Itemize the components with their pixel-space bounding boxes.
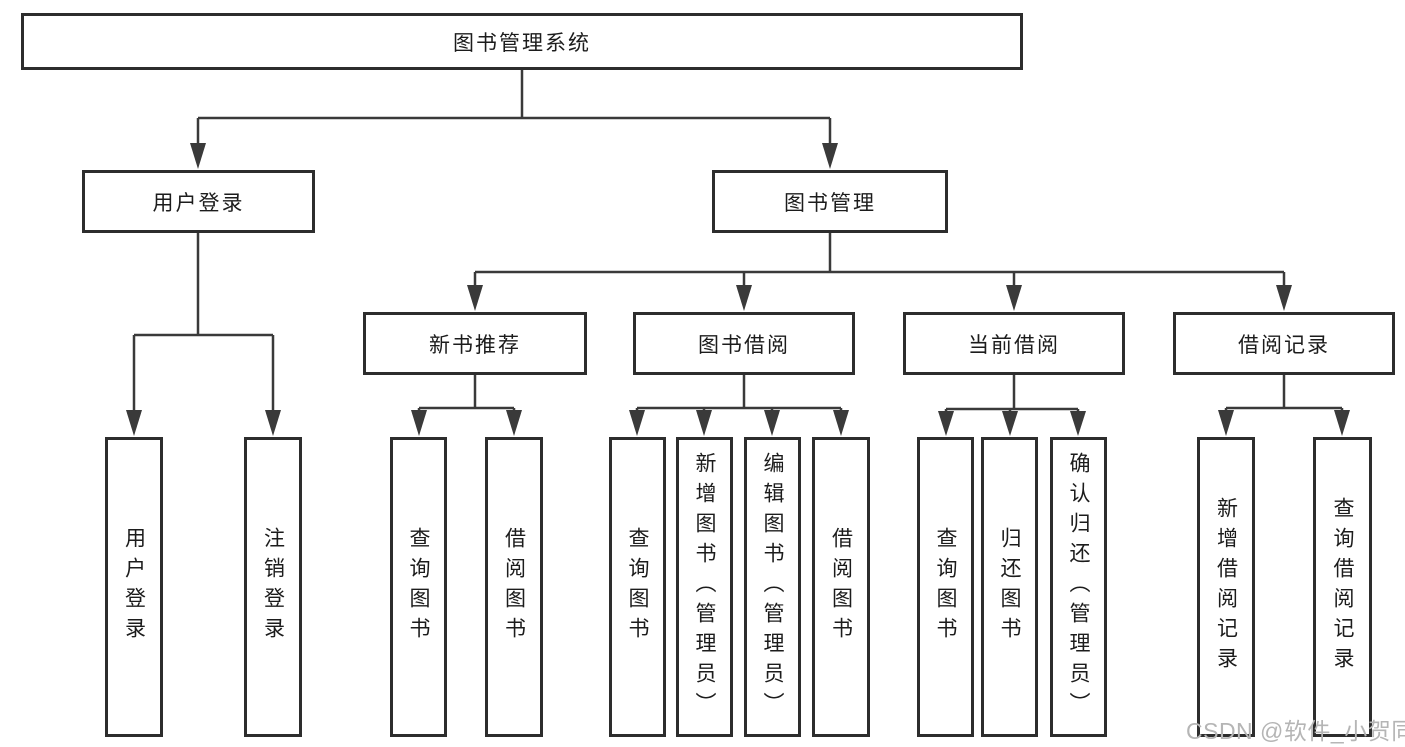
node-current-borrow: 当前借阅 xyxy=(903,312,1125,375)
connector-book-management xyxy=(473,232,1286,287)
node-user-login-label: 用户登录 xyxy=(152,191,245,215)
node-root-label: 图书管理系统 xyxy=(453,31,591,55)
leaf-logout-label: 注销登录 xyxy=(261,527,285,647)
connector-root xyxy=(196,70,832,145)
node-new-book-recommend: 新书推荐 xyxy=(363,312,587,375)
node-book-borrow: 图书借阅 xyxy=(633,312,855,375)
node-book-borrow-label: 图书借阅 xyxy=(698,333,790,357)
leaf-add-borrow-record: 新增借阅记录 xyxy=(1197,437,1255,737)
leaf-query-books-recommend: 查询图书 xyxy=(390,437,447,737)
leaf-query-books-borrow: 查询图书 xyxy=(609,437,666,737)
leaf-query-books-recommend-label: 查询图书 xyxy=(407,527,430,647)
node-borrow-records: 借阅记录 xyxy=(1173,312,1395,375)
leaf-query-borrow-record-label: 查询借阅记录 xyxy=(1331,497,1354,677)
leaf-borrow-books: 借阅图书 xyxy=(812,437,870,737)
leaf-logout: 注销登录 xyxy=(244,437,302,737)
node-book-management: 图书管理 xyxy=(712,170,948,233)
leaf-return-books: 归还图书 xyxy=(981,437,1038,737)
node-root: 图书管理系统 xyxy=(21,13,1023,70)
leaf-edit-books-admin: 编辑图书（管理员） xyxy=(744,437,801,737)
connector-borrow-records xyxy=(1224,375,1344,414)
arrowheads xyxy=(126,143,1350,436)
connector-book-borrow xyxy=(635,375,843,414)
node-borrow-records-label: 借阅记录 xyxy=(1238,333,1330,357)
leaf-borrow-books-recommend-label: 借阅图书 xyxy=(502,527,526,647)
leaf-edit-books-admin-label: 编辑图书（管理员） xyxy=(761,452,784,722)
connector-new-book xyxy=(417,375,516,414)
node-new-book-recommend-label: 新书推荐 xyxy=(429,333,521,357)
node-current-borrow-label: 当前借阅 xyxy=(968,333,1060,357)
leaf-user-login: 用户登录 xyxy=(105,437,163,737)
connector-current-borrow xyxy=(944,375,1080,414)
leaf-confirm-return-admin-label: 确认归还（管理员） xyxy=(1067,452,1090,722)
leaf-borrow-books-label: 借阅图书 xyxy=(829,527,853,647)
leaf-add-books-admin-label: 新增图书（管理员） xyxy=(693,452,716,722)
connector-user-login xyxy=(132,233,275,414)
leaf-query-books-borrow-label: 查询图书 xyxy=(626,527,649,647)
leaf-borrow-books-recommend: 借阅图书 xyxy=(485,437,543,737)
leaf-add-books-admin: 新增图书（管理员） xyxy=(676,437,733,737)
watermark-text: CSDN @软件_小贺同学 xyxy=(1186,718,1405,744)
leaf-user-login-label: 用户登录 xyxy=(122,527,146,647)
leaf-query-books-current-label: 查询图书 xyxy=(934,527,957,647)
leaf-query-borrow-record: 查询借阅记录 xyxy=(1313,437,1372,737)
node-user-login: 用户登录 xyxy=(82,170,315,233)
leaf-return-books-label: 归还图书 xyxy=(998,527,1021,647)
leaf-query-books-current: 查询图书 xyxy=(917,437,974,737)
node-book-management-label: 图书管理 xyxy=(784,191,876,215)
leaf-confirm-return-admin: 确认归还（管理员） xyxy=(1050,437,1107,737)
leaf-add-borrow-record-label: 新增借阅记录 xyxy=(1214,497,1238,677)
